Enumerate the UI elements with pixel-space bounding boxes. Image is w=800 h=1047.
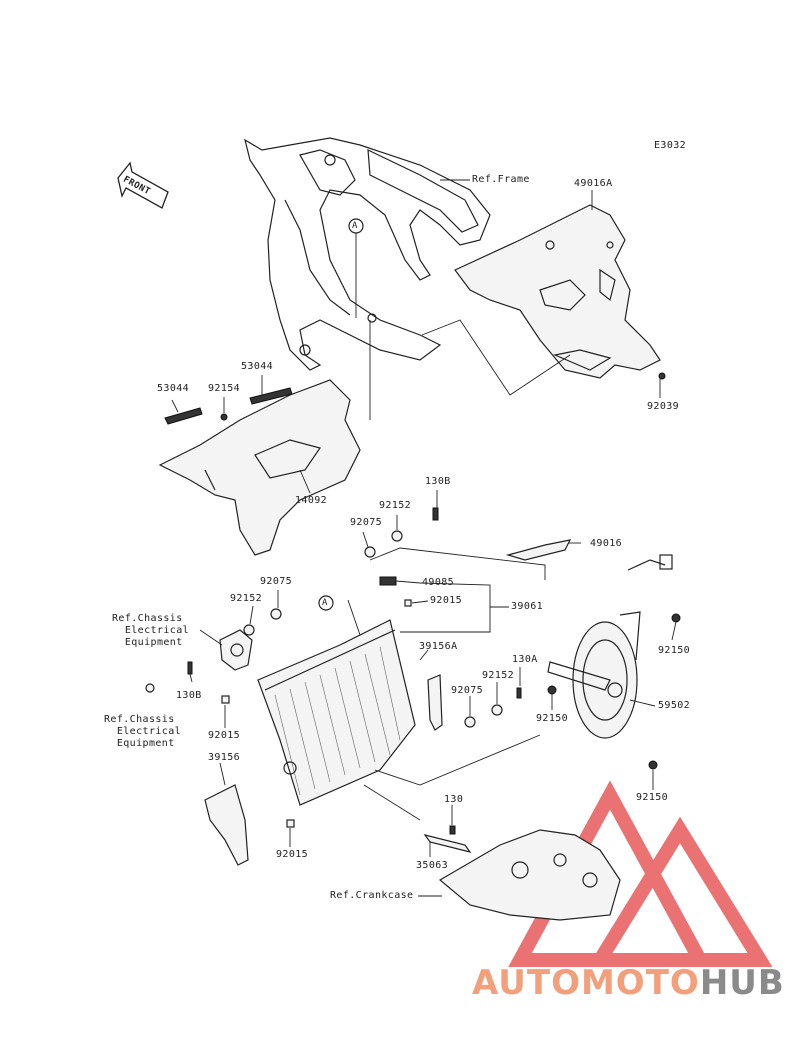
label-49016A: 49016A <box>574 178 613 189</box>
label-92015-left: 92015 <box>208 730 241 741</box>
strip-53044-left <box>164 407 203 425</box>
label-92154: 92154 <box>208 383 241 394</box>
ref-chassis-1: Ref.Chassis Electrical Equipment <box>112 613 190 648</box>
label-130: 130 <box>444 794 464 805</box>
circle-a-label-mid: A <box>322 598 328 608</box>
label-49085: 49085 <box>422 577 455 588</box>
label-35063: 35063 <box>416 860 449 871</box>
shroud-39156A <box>427 674 443 731</box>
label-53044-left: 53044 <box>157 383 190 394</box>
label-92150-top: 92150 <box>658 645 691 656</box>
radiator-39061 <box>257 619 416 806</box>
bracket-14092 <box>158 379 361 556</box>
frame <box>244 137 491 371</box>
label-39156A: 39156A <box>419 641 458 652</box>
label-92152-mid: 92152 <box>482 670 515 681</box>
label-92150-mid: 92150 <box>536 713 569 724</box>
horn <box>219 629 253 671</box>
circle-a-label-top: A <box>352 221 358 231</box>
label-39156: 39156 <box>208 752 241 763</box>
label-39061: 39061 <box>511 601 544 612</box>
label-92015-top: 92015 <box>430 595 463 606</box>
label-130B-left: 130B <box>176 690 202 701</box>
label-92075-mid: 92075 <box>451 685 484 696</box>
watermark-part1: AUTOMOTO <box>472 963 700 1003</box>
label-92152-left: 92152 <box>230 593 263 604</box>
hardware <box>145 372 681 835</box>
part-49085 <box>379 576 397 586</box>
figure-code: E3032 <box>654 140 687 151</box>
leader-lines <box>171 179 677 897</box>
fan-59502 <box>547 554 673 739</box>
shroud-39156 <box>204 784 249 866</box>
label-14092: 14092 <box>295 495 328 506</box>
crankcase <box>438 829 621 921</box>
clip-49016 <box>505 539 572 561</box>
label-92152-top: 92152 <box>379 500 412 511</box>
label-53044-right: 53044 <box>241 361 274 372</box>
label-59502: 59502 <box>658 700 691 711</box>
ref-crankcase-label: Ref.Crankcase <box>330 890 414 901</box>
ref-chassis-2: Ref.Chassis Electrical Equipment <box>104 714 182 749</box>
label-130B-top: 130B <box>425 476 451 487</box>
label-92015-bottom: 92015 <box>276 849 309 860</box>
watermark-text: AUTOMOTOHUB <box>472 963 785 1003</box>
label-92075-left: 92075 <box>260 576 293 587</box>
front-arrow-icon <box>117 161 169 209</box>
label-92075-top: 92075 <box>350 517 383 528</box>
strip-53044-right <box>249 387 293 405</box>
label-49016: 49016 <box>590 538 623 549</box>
label-130A: 130A <box>512 654 538 665</box>
label-92150-bottom: 92150 <box>636 792 669 803</box>
undertray-49016A <box>454 204 661 379</box>
ref-frame-label: Ref.Frame <box>472 174 530 185</box>
circle-a-mid <box>318 595 334 611</box>
watermark-part2: HUB <box>699 963 785 1003</box>
hose-35063 <box>423 834 472 853</box>
label-92039: 92039 <box>647 401 680 412</box>
